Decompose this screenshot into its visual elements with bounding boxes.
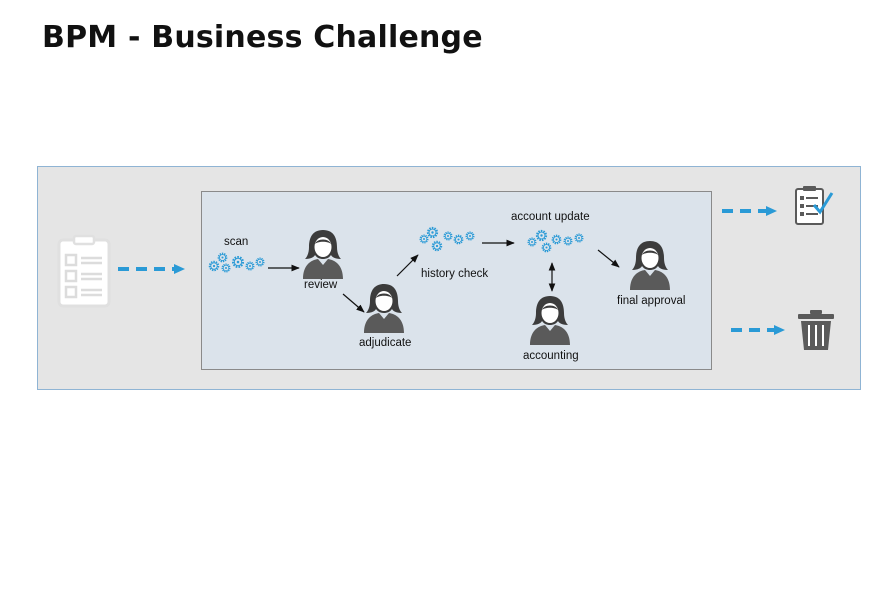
- arrow-review-adjudicate: [342, 293, 365, 313]
- arrow-account-final: [597, 249, 620, 268]
- process-workflow-box: [201, 191, 712, 370]
- approved-dashed-arrow: [722, 206, 777, 216]
- step-label-account-update: account update: [511, 211, 590, 223]
- arrow-adjudicate-history: [396, 254, 419, 277]
- step-label-history-check: history check: [421, 268, 489, 280]
- step-label-accounting: accounting: [523, 350, 579, 362]
- adjudicate-person-icon: [364, 284, 404, 333]
- review-person-icon: [303, 230, 343, 279]
- trash-can-icon: [798, 310, 834, 350]
- rejected-dashed-arrow: [731, 325, 785, 335]
- step-label-scan: scan: [224, 236, 249, 248]
- page-title: BPM - Business Challenge: [42, 20, 483, 55]
- scan-gears-icon: [208, 252, 265, 273]
- step-label-review: review: [304, 279, 338, 291]
- clipboard-check-icon: [795, 186, 834, 225]
- step-label-final-approval: final approval: [617, 295, 686, 307]
- account-update-gears-icon: [527, 229, 584, 253]
- clipboard-form-icon: [57, 234, 111, 308]
- final-approval-person-icon: [630, 241, 670, 290]
- accounting-person-icon: [530, 296, 570, 345]
- step-label-adjudicate: adjudicate: [359, 337, 412, 349]
- input-dashed-arrow: [118, 264, 185, 274]
- history-check-gears-icon: [419, 226, 475, 252]
